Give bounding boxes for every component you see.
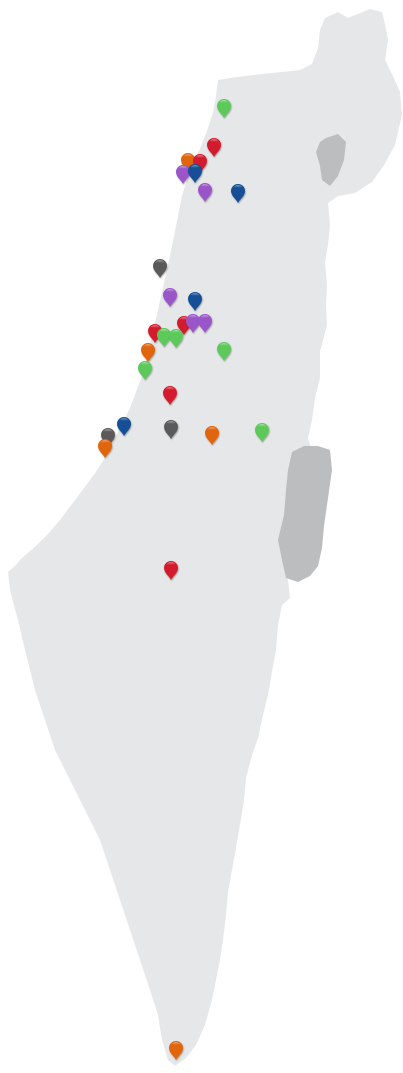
map-pin-icon[interactable] xyxy=(176,165,190,184)
map-pin-highlight xyxy=(139,362,151,367)
map-pin-highlight xyxy=(149,325,161,330)
map-pin-icon[interactable] xyxy=(117,417,131,436)
map-pin-highlight xyxy=(206,427,218,432)
map-pin-highlight xyxy=(142,344,154,349)
map-pin-icon[interactable] xyxy=(188,164,202,183)
map-pin-icon[interactable] xyxy=(169,329,183,348)
map-pin-highlight xyxy=(189,293,201,298)
map-pin-icon[interactable] xyxy=(217,342,231,361)
map-pin-icon[interactable] xyxy=(207,138,221,157)
map-pin-icon[interactable] xyxy=(255,423,269,442)
map-pin-highlight xyxy=(187,315,199,320)
map-pin-icon[interactable] xyxy=(141,343,155,362)
map-pin-icon[interactable] xyxy=(163,386,177,405)
map-pin-icon[interactable] xyxy=(164,420,178,439)
map-pin-highlight xyxy=(165,562,177,567)
map-pin-icon[interactable] xyxy=(98,439,112,458)
map-pin-highlight xyxy=(208,139,220,144)
map-pin-icon[interactable] xyxy=(205,426,219,445)
map-pin-icon[interactable] xyxy=(198,183,212,202)
map-pin-icon[interactable] xyxy=(153,259,167,278)
map-pin-icon[interactable] xyxy=(157,328,171,347)
dead-sea xyxy=(278,446,332,582)
marker-layer xyxy=(98,99,269,1060)
map-pin-highlight xyxy=(165,421,177,426)
map-pin-icon[interactable] xyxy=(198,314,212,333)
map-pin-highlight xyxy=(177,166,189,171)
map-pin-highlight xyxy=(189,165,201,170)
map-pin-highlight xyxy=(158,329,170,334)
country-land-shape xyxy=(8,9,402,1066)
map-pin-icon[interactable] xyxy=(217,99,231,118)
map-pin-highlight xyxy=(164,387,176,392)
map-pin-highlight xyxy=(232,185,244,190)
map-pin-highlight xyxy=(218,343,230,348)
map-pin-highlight xyxy=(164,289,176,294)
sea-of-galilee xyxy=(316,134,346,186)
map-pin-highlight xyxy=(218,100,230,105)
map-pin-icon[interactable] xyxy=(164,561,178,580)
map-pin-icon[interactable] xyxy=(169,1041,183,1060)
map-pin-icon[interactable] xyxy=(188,292,202,311)
map-pin-highlight xyxy=(99,440,111,445)
map-pin-highlight xyxy=(182,154,194,159)
map-pin-highlight xyxy=(154,260,166,265)
map-pin-highlight xyxy=(118,418,130,423)
map-pin-highlight xyxy=(194,155,206,160)
map-pin-icon[interactable] xyxy=(163,288,177,307)
map-pin-highlight xyxy=(102,429,114,434)
map-pin-icon[interactable] xyxy=(138,361,152,380)
map-pin-highlight xyxy=(256,424,268,429)
map-pin-icon[interactable] xyxy=(231,184,245,203)
map-pin-highlight xyxy=(199,315,211,320)
map-pin-highlight xyxy=(199,184,211,189)
map-pin-highlight xyxy=(170,1042,182,1047)
map-pin-highlight xyxy=(170,330,182,335)
map-pin-icon[interactable] xyxy=(186,314,200,333)
